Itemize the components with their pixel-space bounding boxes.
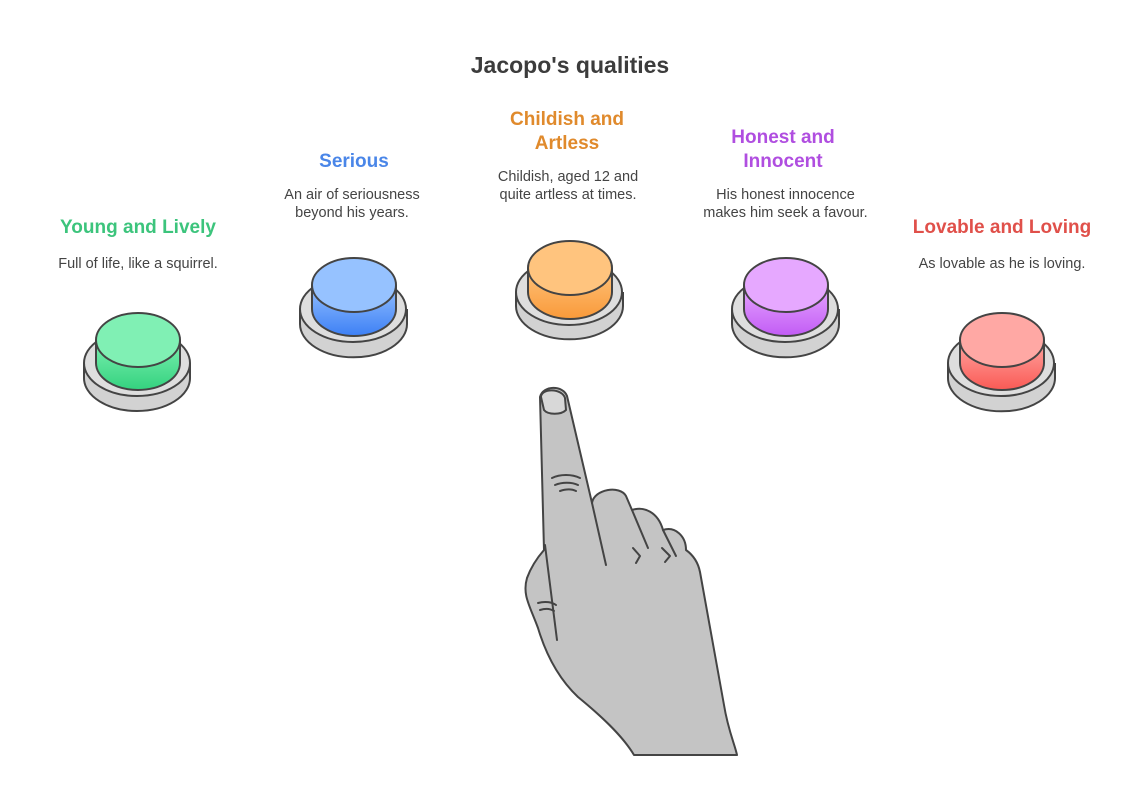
quality-desc-honest-innocent: His honest innocence makes him seek a fa… bbox=[703, 187, 868, 221]
quality-desc-young-lively: Full of life, like a squirrel. bbox=[58, 256, 218, 272]
quality-desc-serious: An air of seriousness beyond his years. bbox=[284, 187, 420, 221]
quality-title-serious: Serious bbox=[319, 151, 389, 172]
quality-title-lovable-loving: Lovable and Loving bbox=[912, 217, 1092, 238]
button-childish-artless bbox=[515, 240, 624, 341]
quality-title-childish-artless: Childish and Artless bbox=[510, 109, 624, 154]
button-young-lively bbox=[83, 312, 191, 412]
quality-desc-childish-artless: Childish, aged 12 and quite artless at t… bbox=[497, 169, 639, 203]
button-lovable-loving bbox=[947, 312, 1056, 413]
quality-title-young-lively: Young and Lively bbox=[60, 217, 216, 238]
button-honest-innocent bbox=[731, 257, 840, 359]
quality-title-honest-innocent: Honest and Innocent bbox=[731, 127, 835, 172]
button-serious bbox=[299, 257, 408, 359]
pointing-hand-icon bbox=[524, 386, 738, 756]
diagram-title: Jacopo's qualities bbox=[470, 52, 670, 78]
quality-desc-lovable-loving: As lovable as he is loving. bbox=[918, 256, 1086, 272]
